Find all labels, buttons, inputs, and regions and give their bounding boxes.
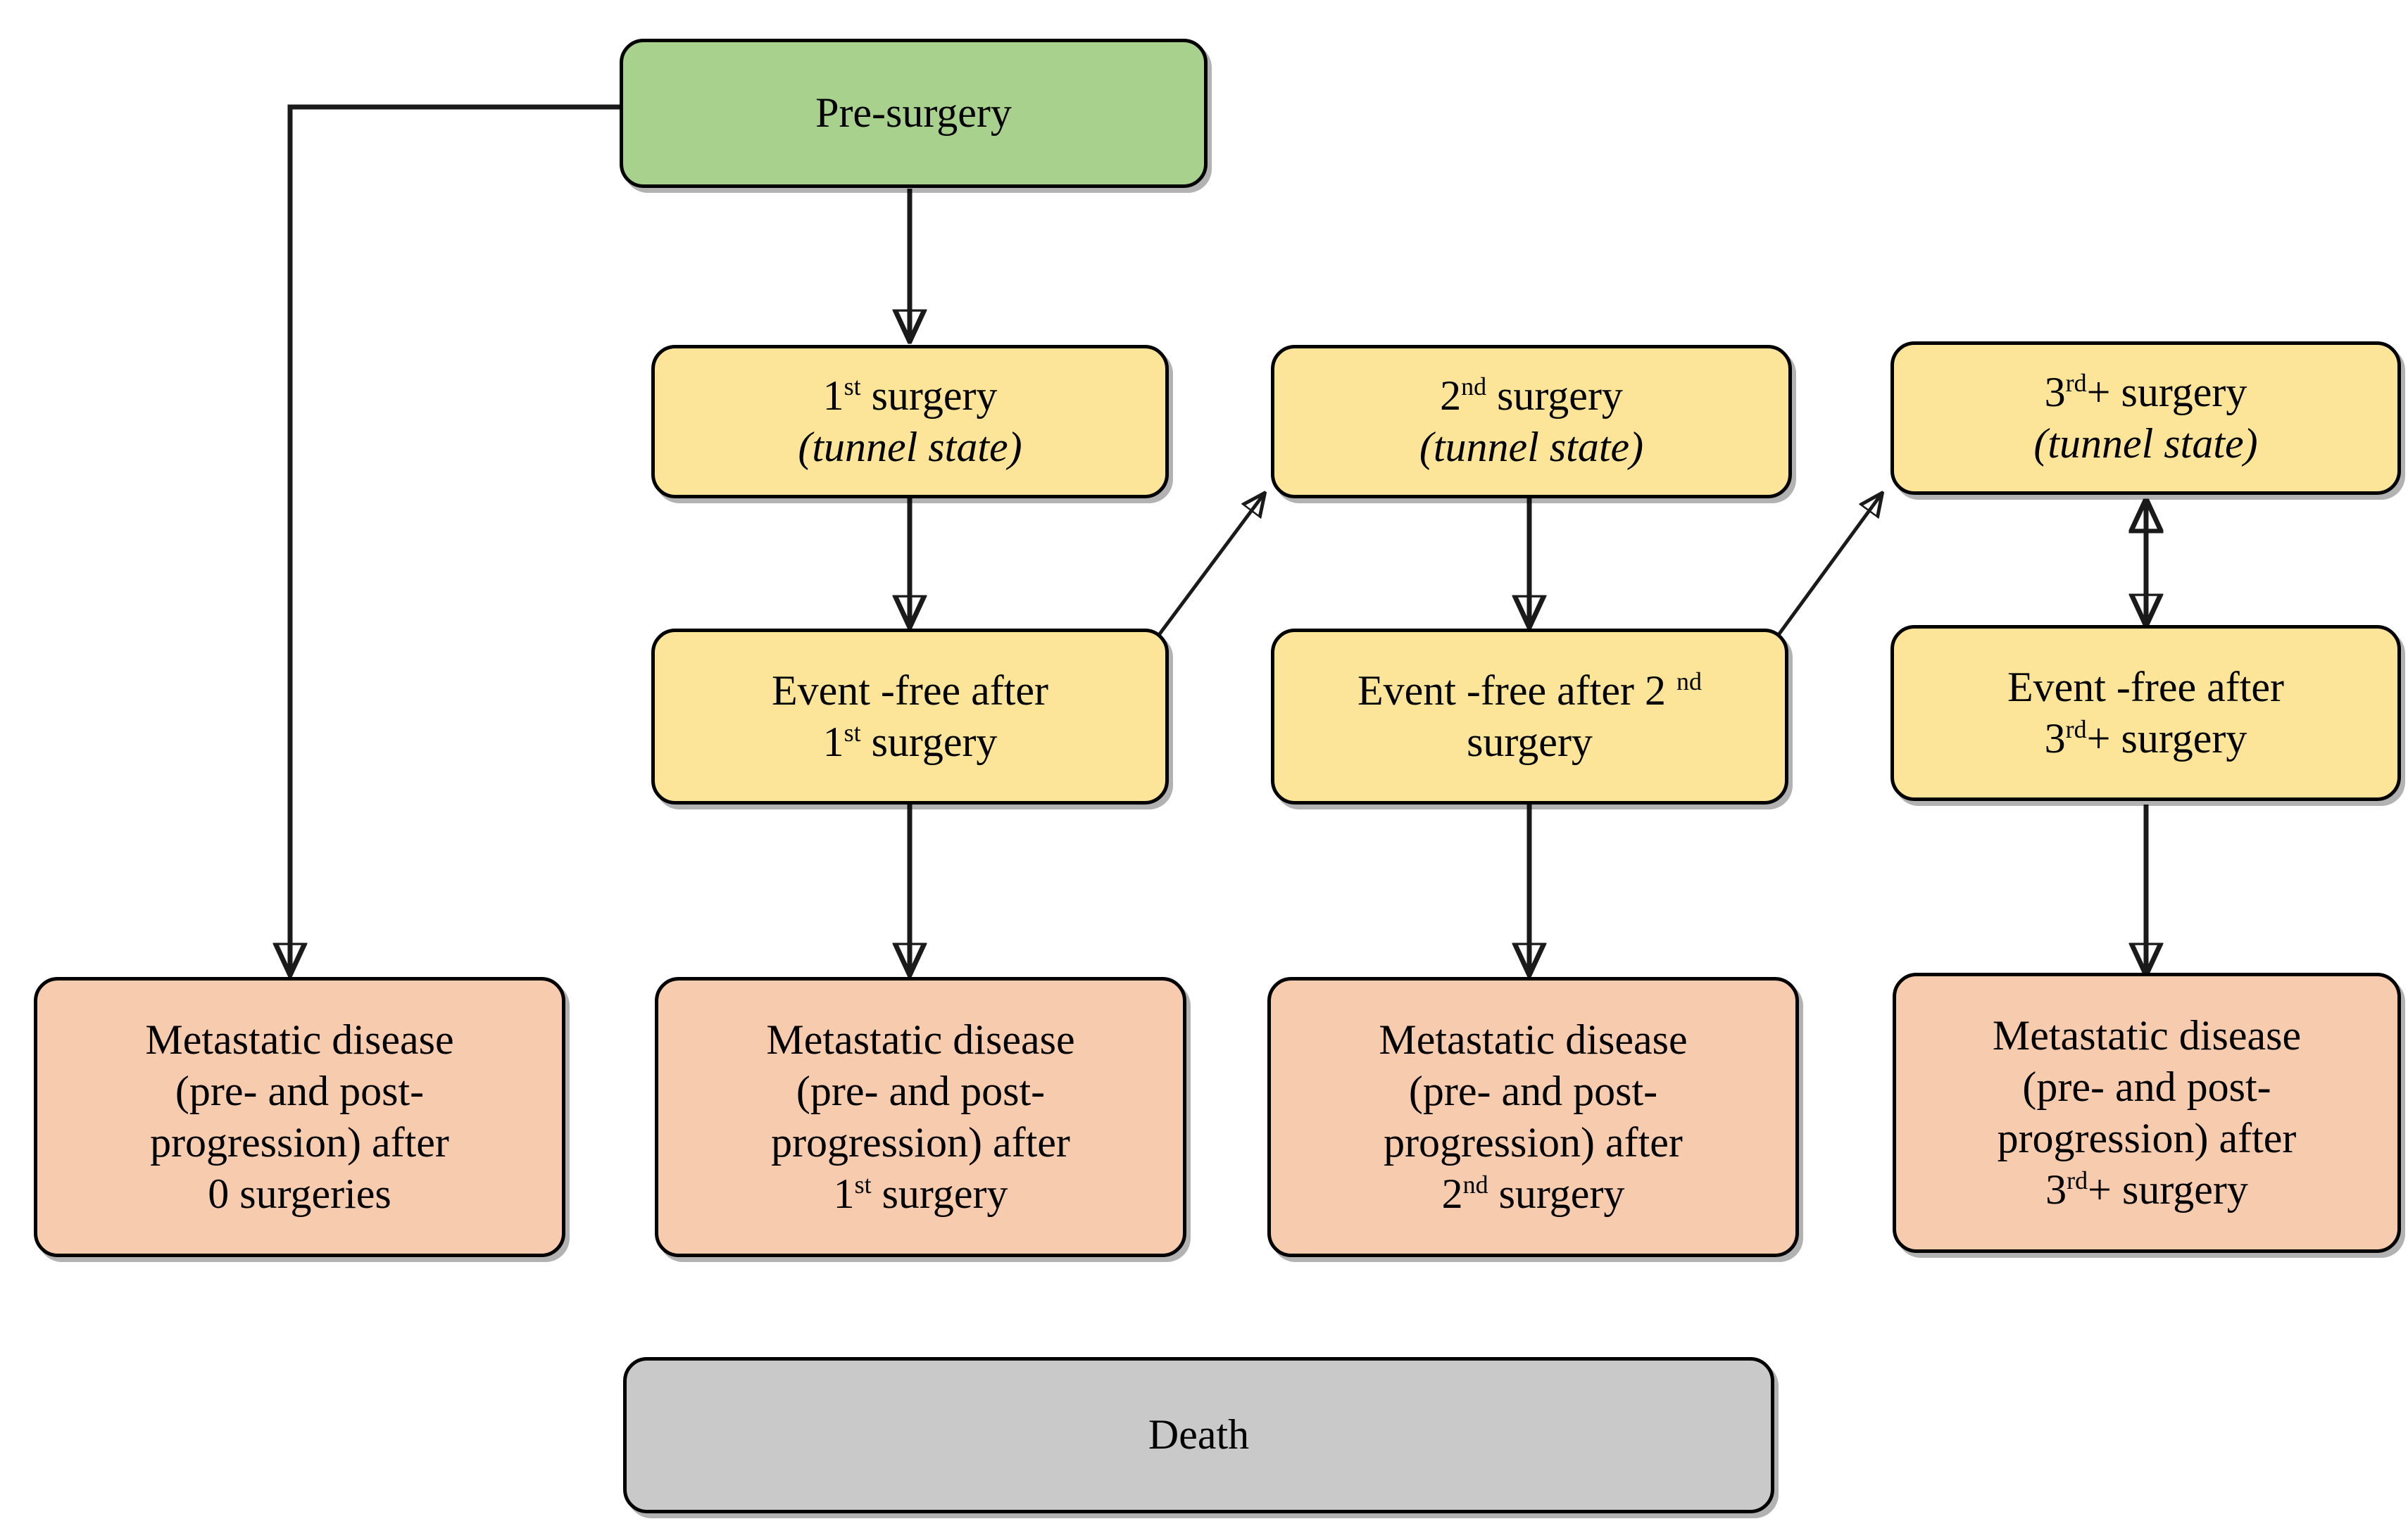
metastatic-3plus-line1: Metastatic disease xyxy=(1992,1011,2302,1059)
surgery-3plus-ordinal-suffix: rd xyxy=(2065,368,2087,397)
metastatic-2-line1: Metastatic disease xyxy=(1379,1016,1688,1063)
metastatic-0-line2: (pre- and post- xyxy=(175,1067,425,1114)
metastatic-1-num: 1 xyxy=(833,1171,855,1218)
metastatic-1-line2: (pre- and post- xyxy=(796,1067,1046,1114)
event-free-1-num: 1 xyxy=(822,719,844,765)
edge-presurgery-to-metastatic0 xyxy=(290,104,620,973)
node-surgery-1-label: 1st surgery (tunnel state) xyxy=(655,370,1165,473)
node-metastatic-0-label: Metastatic disease (pre- and post- progr… xyxy=(37,1014,562,1221)
surgery-1-rest: surgery xyxy=(860,372,998,419)
node-metastatic-after-surgery-2[interactable]: Metastatic disease (pre- and post- progr… xyxy=(1267,977,1799,1257)
node-metastatic-2-label: Metastatic disease (pre- and post- progr… xyxy=(1271,1014,1795,1221)
metastatic-0-line1: Metastatic disease xyxy=(145,1016,454,1063)
surgery-1-num: 1 xyxy=(822,372,844,419)
node-death-label: Death xyxy=(1148,1411,1250,1458)
surgery-3plus-num: 3 xyxy=(2044,368,2066,415)
edge-eventfree2-to-surgery3 xyxy=(1772,494,1881,642)
node-death[interactable]: Death xyxy=(623,1357,1774,1513)
metastatic-3plus-line3: progression) after xyxy=(1997,1115,2297,1161)
node-event-free-1-label: Event -free after 1st surgery xyxy=(655,665,1165,768)
event-free-1-ordinal-suffix: st xyxy=(844,719,861,747)
surgery-1-tunnel-note: (tunnel state) xyxy=(798,424,1022,470)
event-free-3plus-num: 3 xyxy=(2044,715,2066,762)
metastatic-1-rest: surgery xyxy=(871,1171,1008,1218)
node-metastatic-3plus-label: Metastatic disease (pre- and post- progr… xyxy=(1896,1010,2397,1216)
node-surgery-1[interactable]: 1st surgery (tunnel state) xyxy=(651,345,1169,498)
node-metastatic-0-surgeries[interactable]: Metastatic disease (pre- and post- progr… xyxy=(34,977,565,1257)
node-metastatic-after-surgery-1[interactable]: Metastatic disease (pre- and post- progr… xyxy=(655,977,1186,1257)
node-event-free-2-label: Event -free after 2 nd surgery xyxy=(1274,665,1785,768)
metastatic-0-line3: progression) after xyxy=(150,1119,449,1166)
node-event-free-2[interactable]: Event -free after 2 nd surgery xyxy=(1271,629,1788,805)
event-free-3plus-line1: Event -free after xyxy=(2007,663,2285,710)
metastatic-2-num: 2 xyxy=(1441,1171,1463,1218)
metastatic-1-line1: Metastatic disease xyxy=(766,1016,1075,1063)
metastatic-2-line2: (pre- and post- xyxy=(1408,1067,1658,1114)
node-pre-surgery[interactable]: Pre-surgery xyxy=(620,39,1208,188)
node-metastatic-after-surgery-3plus[interactable]: Metastatic disease (pre- and post- progr… xyxy=(1893,973,2401,1253)
metastatic-2-ordinal-suffix: nd xyxy=(1462,1171,1488,1199)
surgery-2-ordinal-suffix: nd xyxy=(1461,372,1487,401)
event-free-3plus-ordinal-suffix: rd xyxy=(2065,715,2087,743)
metastatic-3plus-line2: (pre- and post- xyxy=(2022,1063,2271,1110)
node-surgery-2-label: 2nd surgery (tunnel state) xyxy=(1274,370,1788,473)
node-pre-surgery-label: Pre-surgery xyxy=(815,89,1012,137)
edge-eventfree1-to-surgery2 xyxy=(1153,494,1264,642)
event-free-2-ordinal-suffix: nd xyxy=(1676,667,1702,695)
node-surgery-3plus-label: 3rd+ surgery (tunnel state) xyxy=(1894,367,2397,469)
event-free-2-line2: surgery xyxy=(1467,719,1593,765)
surgery-3plus-rest: + surgery xyxy=(2086,368,2247,415)
metastatic-2-line3: progression) after xyxy=(1384,1119,1683,1166)
node-event-free-3plus[interactable]: Event -free after 3rd+ surgery xyxy=(1890,625,2401,801)
event-free-2-line1-pre: Event -free after 2 xyxy=(1357,667,1677,714)
metastatic-1-line3: progression) after xyxy=(771,1119,1070,1166)
surgery-2-tunnel-note: (tunnel state) xyxy=(1419,424,1644,470)
metastatic-2-rest: surgery xyxy=(1488,1171,1625,1218)
event-free-1-rest: surgery xyxy=(860,719,998,765)
node-surgery-3plus[interactable]: 3rd+ surgery (tunnel state) xyxy=(1890,341,2401,495)
node-metastatic-1-label: Metastatic disease (pre- and post- progr… xyxy=(658,1014,1183,1221)
surgery-3plus-tunnel-note: (tunnel state) xyxy=(2033,420,2258,467)
metastatic-3plus-num: 3 xyxy=(2045,1166,2067,1213)
node-event-free-1[interactable]: Event -free after 1st surgery xyxy=(651,629,1169,805)
metastatic-3plus-ordinal-suffix: rd xyxy=(2067,1166,2088,1195)
metastatic-1-ordinal-suffix: st xyxy=(854,1171,872,1199)
node-event-free-3plus-label: Event -free after 3rd+ surgery xyxy=(1894,662,2397,764)
event-free-1-line1: Event -free after xyxy=(771,667,1049,714)
metastatic-3plus-rest: + surgery xyxy=(2088,1166,2248,1213)
surgery-1-ordinal-suffix: st xyxy=(844,372,861,401)
metastatic-0-line4: 0 surgeries xyxy=(208,1171,391,1218)
surgery-2-num: 2 xyxy=(1440,372,1462,419)
node-surgery-2[interactable]: 2nd surgery (tunnel state) xyxy=(1271,345,1792,498)
event-free-3plus-rest: + surgery xyxy=(2086,715,2247,762)
surgery-2-rest: surgery xyxy=(1486,372,1623,419)
